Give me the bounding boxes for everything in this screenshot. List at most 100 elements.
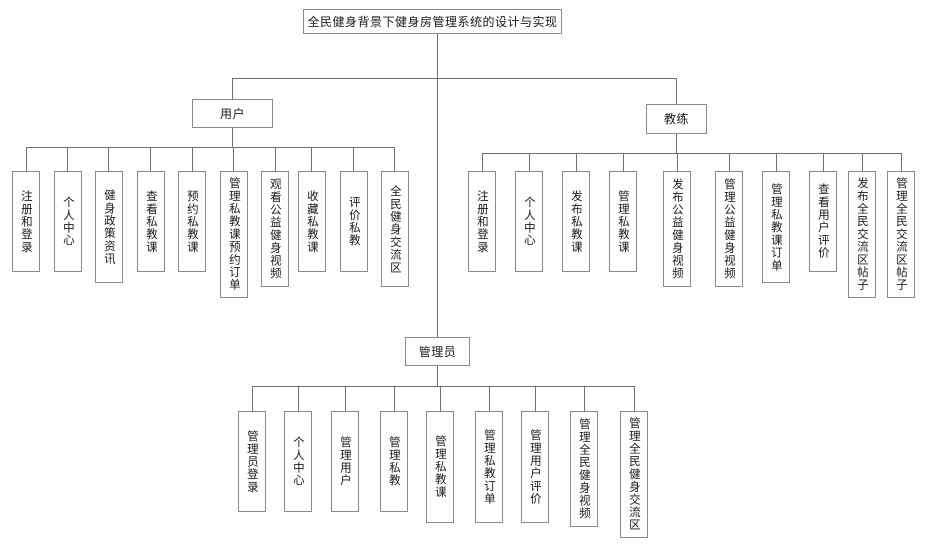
connector-admin-drop-6 xyxy=(489,386,490,411)
connector-coach-drop-7 xyxy=(776,153,777,171)
leaf-node-label: 注册和登录 xyxy=(19,189,34,254)
leaf-node[interactable]: 收藏私教课 xyxy=(298,171,326,272)
leaf-node[interactable]: 管理全民健身视频 xyxy=(570,411,598,527)
leaf-node-label: 管理公益健身视频 xyxy=(722,178,737,280)
leaf-node-label: 管理全民交流区帖子 xyxy=(894,177,909,292)
leaf-node[interactable]: 管理用户 xyxy=(331,411,359,512)
leaf-node[interactable]: 管理全民交流区帖子 xyxy=(887,171,915,298)
connector-user-drop-4 xyxy=(150,147,151,171)
connector-user-stem xyxy=(232,128,233,147)
leaf-node-label: 管理用户 xyxy=(338,436,353,487)
leaf-node[interactable]: 管理员登录 xyxy=(238,411,266,512)
leaf-node[interactable]: 注册和登录 xyxy=(12,171,40,272)
connector-admin-drop-8 xyxy=(584,386,585,411)
leaf-node-label: 管理私教课预约订单 xyxy=(227,177,242,292)
leaf-node[interactable]: 发布全民交流区帖子 xyxy=(848,171,876,298)
leaf-node[interactable]: 评价私教 xyxy=(340,171,368,272)
leaf-node[interactable]: 管理私教课预约订单 xyxy=(220,171,248,298)
connector-user-drop-8 xyxy=(311,147,312,171)
leaf-node[interactable]: 管理公益健身视频 xyxy=(715,171,743,287)
connector-user-bus xyxy=(26,147,394,148)
connector-to-user xyxy=(232,78,233,99)
leaf-node[interactable]: 管理私教 xyxy=(380,411,408,512)
connector-user-drop-2 xyxy=(67,147,68,171)
root-node: 全民健身背景下健身房管理系统的设计与实现 xyxy=(303,9,562,34)
branch-node-coach-label: 教练 xyxy=(663,112,689,126)
leaf-node[interactable]: 全民健身交流区 xyxy=(381,171,409,287)
connector-root-stem xyxy=(437,34,438,78)
leaf-node-label: 管理全民健身交流区 xyxy=(627,417,642,532)
connector-user-drop-7 xyxy=(275,147,276,171)
connector-coach-drop-4 xyxy=(623,153,624,171)
connector-coach-drop-8 xyxy=(823,153,824,171)
leaf-node-label: 评价私教 xyxy=(347,196,362,247)
leaf-node-label: 管理用户评价 xyxy=(528,428,543,506)
connector-user-drop-10 xyxy=(394,147,395,171)
branch-node-admin[interactable]: 管理员 xyxy=(405,337,470,366)
branch-node-coach[interactable]: 教练 xyxy=(646,104,707,134)
connector-to-admin xyxy=(437,78,438,337)
leaf-node[interactable]: 查看用户评价 xyxy=(809,171,837,272)
leaf-node[interactable]: 查看私教课 xyxy=(137,171,165,272)
leaf-node[interactable]: 注册和登录 xyxy=(468,171,496,272)
leaf-node-label: 收藏私教课 xyxy=(305,189,320,254)
leaf-node[interactable]: 管理私教课 xyxy=(426,411,454,523)
leaf-node-label: 个人中心 xyxy=(522,196,537,247)
leaf-node[interactable]: 发布公益健身视频 xyxy=(663,171,691,287)
branch-node-user[interactable]: 用户 xyxy=(192,99,273,128)
leaf-node[interactable]: 管理用户评价 xyxy=(521,411,549,523)
leaf-node[interactable]: 预约私教课 xyxy=(178,171,206,272)
connector-user-drop-9 xyxy=(353,147,354,171)
leaf-node[interactable]: 管理全民健身交流区 xyxy=(620,411,648,538)
leaf-node-label: 发布公益健身视频 xyxy=(670,178,685,280)
leaf-node[interactable]: 管理私教订单 xyxy=(475,411,503,523)
root-node-label: 全民健身背景下健身房管理系统的设计与实现 xyxy=(307,14,558,29)
branch-node-admin-label: 管理员 xyxy=(418,344,457,359)
leaf-node[interactable]: 个人中心 xyxy=(515,171,543,272)
connector-coach-drop-10 xyxy=(901,153,902,171)
leaf-node-label: 管理私教课 xyxy=(433,435,448,499)
leaf-node[interactable]: 管理私教课 xyxy=(609,171,637,272)
connector-user-drop-5 xyxy=(192,147,193,171)
connector-top-bus xyxy=(232,78,677,79)
connector-user-drop-1 xyxy=(26,147,27,171)
connector-admin-drop-1 xyxy=(252,386,253,411)
connector-admin-drop-4 xyxy=(394,386,395,411)
leaf-node[interactable]: 管理私教课订单 xyxy=(762,171,790,283)
leaf-node[interactable]: 健身政策资讯 xyxy=(95,171,123,283)
leaf-node-label: 查看用户评价 xyxy=(816,183,831,260)
leaf-node-label: 观看公益健身视频 xyxy=(268,178,283,280)
leaf-node-label: 健身政策资讯 xyxy=(102,188,117,266)
leaf-node[interactable]: 观看公益健身视频 xyxy=(261,171,289,287)
connector-coach-bus xyxy=(482,153,901,154)
leaf-node-label: 个人中心 xyxy=(291,436,306,487)
connector-admin-drop-5 xyxy=(440,386,441,411)
connector-coach-drop-9 xyxy=(862,153,863,171)
leaf-node[interactable]: 个人中心 xyxy=(284,411,312,512)
connector-admin-drop-9 xyxy=(634,386,635,411)
leaf-node-label: 管理私教课 xyxy=(616,189,631,254)
connector-coach-drop-1 xyxy=(482,153,483,171)
branch-node-user-label: 用户 xyxy=(219,106,245,121)
connector-admin-bus xyxy=(252,386,634,387)
leaf-node-label: 管理员登录 xyxy=(245,429,260,494)
leaf-node-label: 管理私教 xyxy=(387,436,402,487)
leaf-node-label: 个人中心 xyxy=(61,196,76,247)
connector-coach-drop-3 xyxy=(576,153,577,171)
connector-to-coach xyxy=(676,78,677,104)
leaf-node-label: 查看私教课 xyxy=(144,189,159,254)
connector-coach-drop-2 xyxy=(529,153,530,171)
leaf-node-label: 全民健身交流区 xyxy=(388,184,403,274)
leaf-node[interactable]: 个人中心 xyxy=(54,171,82,272)
leaf-node[interactable]: 发布私教课 xyxy=(562,171,590,272)
leaf-node-label: 发布私教课 xyxy=(569,189,584,254)
leaf-node-label: 注册和登录 xyxy=(475,189,490,254)
connector-coach-drop-6 xyxy=(729,153,730,171)
leaf-node-label: 管理全民健身视频 xyxy=(577,418,592,520)
leaf-node-label: 发布全民交流区帖子 xyxy=(855,177,870,292)
connector-coach-drop-5 xyxy=(677,153,678,171)
connector-coach-stem xyxy=(676,134,677,153)
connector-admin-drop-3 xyxy=(345,386,346,411)
connector-admin-drop-7 xyxy=(535,386,536,411)
